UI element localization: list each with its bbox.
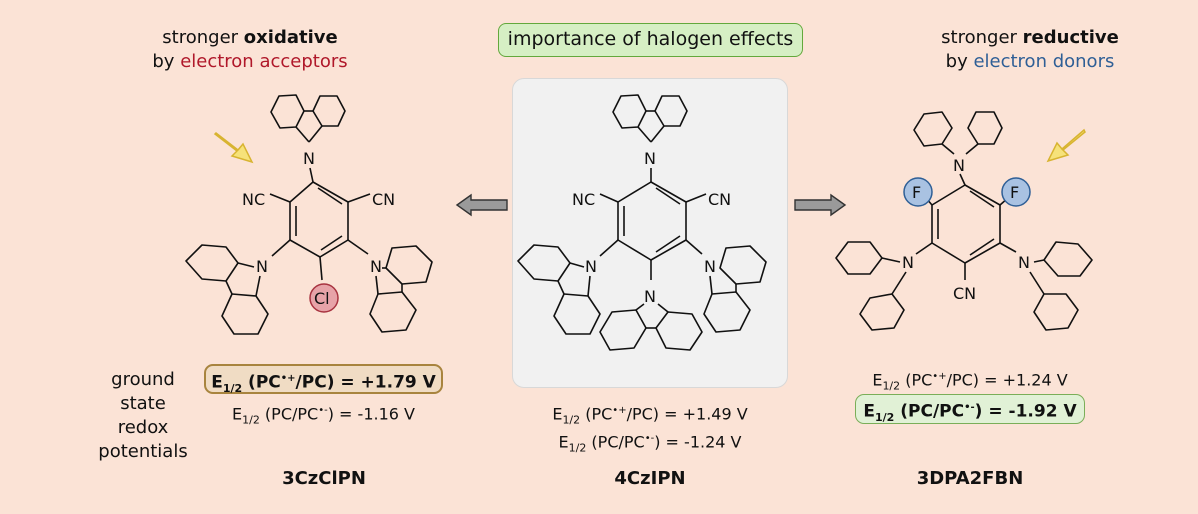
left-red-e: E [232, 404, 243, 424]
left-hint-arrow-icon [213, 132, 254, 164]
ground-state-line-3: redox [117, 417, 169, 438]
right-heading-donors: electron donors [973, 51, 1115, 72]
banner-importance-halogen: importance of halogen effects [498, 23, 803, 57]
right-ox-rest: (PC [900, 370, 933, 390]
right-hint-arrow-icon [1046, 128, 1086, 163]
center-oxidation-potential: E1/2 (PC•+/PC) = +1.49 V [520, 400, 780, 432]
atom-n-left: N [256, 257, 268, 276]
carbazole-left-center [517, 244, 601, 335]
left-ox-rest: (PC [242, 372, 281, 393]
carbazole-top-center [612, 94, 688, 143]
left-ox-e: E [211, 372, 223, 393]
center-ox-sub: 1/2 [562, 413, 581, 427]
fluorine-right-highlight [1001, 177, 1031, 207]
carbazole-bottom-center [599, 303, 703, 351]
left-ox-tail: /PC) = +1.79 V [295, 372, 436, 393]
center-ox-rest: (PC [580, 404, 613, 424]
center-ox-sup: •+ [612, 405, 627, 416]
right-arrow-icon [794, 193, 847, 217]
molecule-3czclpn: N NC CN Cl N N [185, 94, 433, 335]
chlorine-highlight [309, 283, 339, 313]
right-ox-tail: /PC) = +1.24 V [946, 370, 1068, 390]
left-heading-acceptors: electron acceptors [180, 51, 348, 72]
center-molecule-panel [512, 78, 788, 388]
atom-n-right-right: N [1018, 253, 1030, 272]
carbazole-right [369, 245, 433, 333]
carbazole-top [270, 94, 346, 143]
carbazole-left [185, 244, 269, 335]
right-heading-text: stronger [941, 27, 1017, 48]
left-heading: stronger oxidative by electron acceptors [140, 26, 360, 74]
atom-n-top-center: N [644, 149, 656, 168]
atom-n-right: N [370, 257, 382, 276]
benzene-core-right [931, 184, 1001, 264]
center-red-sup: •- [644, 433, 655, 444]
right-ox-sup: •+ [932, 371, 947, 382]
label-cn-center: CN [708, 190, 731, 209]
right-red-sub: 1/2 [875, 411, 895, 425]
atom-n-top-right: N [953, 156, 965, 175]
center-ox-e: E [552, 404, 563, 424]
atom-n-top: N [303, 149, 315, 168]
atom-n-left-right: N [902, 253, 914, 272]
center-red-e: E [558, 432, 569, 452]
atom-n-bottom-center: N [644, 287, 656, 306]
molecule-3dpa2fbn: N F F CN N N [835, 111, 1093, 331]
label-cn-left: CN [372, 190, 395, 209]
diphenylamine-right [1029, 241, 1093, 331]
left-ox-sup: •+ [280, 373, 296, 384]
ground-state-line-2: state [120, 393, 166, 414]
diphenylamine-left [835, 241, 907, 331]
right-red-rest: (PC/PC [894, 401, 965, 422]
center-ox-tail: /PC) = +1.49 V [626, 404, 748, 424]
atom-n-right-center: N [704, 257, 716, 276]
diphenylamine-top [913, 111, 1003, 155]
compound-name-3dpa2fbn: 3DPA2FBN [916, 468, 1024, 489]
right-ox-e: E [872, 370, 883, 390]
benzene-core [289, 181, 349, 258]
fluorine-left-highlight [903, 177, 933, 207]
compound-name-3czclpn: 3CzClPN [282, 468, 366, 489]
right-red-sup: •- [964, 402, 975, 413]
label-cl: Cl [314, 289, 330, 308]
molecule-4czipn: N NC CN N N N [517, 94, 767, 351]
right-oxidation-potential: E1/2 (PC•+/PC) = +1.24 V [855, 366, 1085, 398]
left-heading-text: stronger [162, 27, 239, 48]
left-heading-bold: oxidative [243, 27, 338, 48]
center-red-tail: ) = -1.24 V [654, 432, 742, 452]
label-cn-right: CN [953, 284, 976, 303]
left-red-sup: •- [318, 405, 328, 416]
left-red-sub: 1/2 [242, 413, 260, 427]
center-reduction-potential: E1/2 (PC/PC•-) = -1.24 V [520, 428, 780, 460]
right-reduction-potential: E1/2 (PC/PC•-) = -1.92 V [855, 394, 1085, 424]
right-heading-bold: reductive [1022, 27, 1119, 48]
left-reduction-potential: E1/2 (PC/PC•-) = -1.16 V [204, 400, 443, 432]
right-red-tail: ) = -1.92 V [974, 401, 1077, 422]
atom-n-left-center: N [585, 257, 597, 276]
left-red-tail: ) = -1.16 V [327, 404, 415, 424]
center-red-sub: 1/2 [568, 441, 587, 455]
label-nc-left: NC [242, 190, 265, 209]
left-ox-sub: 1/2 [222, 382, 243, 396]
right-heading-by: by [945, 51, 968, 72]
center-red-rest: (PC/PC [586, 432, 645, 452]
right-ox-sub: 1/2 [882, 379, 901, 393]
label-nc-center: NC [572, 190, 595, 209]
ground-state-line-1: ground [111, 369, 175, 390]
compound-name-4czipn: 4CzIPN [614, 468, 686, 489]
left-heading-by: by [152, 51, 175, 72]
label-f-right: F [1010, 183, 1019, 202]
left-arrow-icon [455, 193, 508, 217]
ground-state-line-4: potentials [98, 441, 188, 462]
left-oxidation-potential: E1/2 (PC•+/PC) = +1.79 V [204, 364, 443, 396]
left-red-rest: (PC/PC [259, 404, 319, 424]
label-f-left: F [912, 183, 921, 202]
right-heading: stronger reductive by electron donors [920, 26, 1140, 74]
carbazole-right-center [703, 245, 767, 333]
ground-state-label: ground state redox potentials [88, 368, 198, 464]
benzene-core-center [617, 181, 687, 261]
right-red-e: E [863, 401, 876, 422]
